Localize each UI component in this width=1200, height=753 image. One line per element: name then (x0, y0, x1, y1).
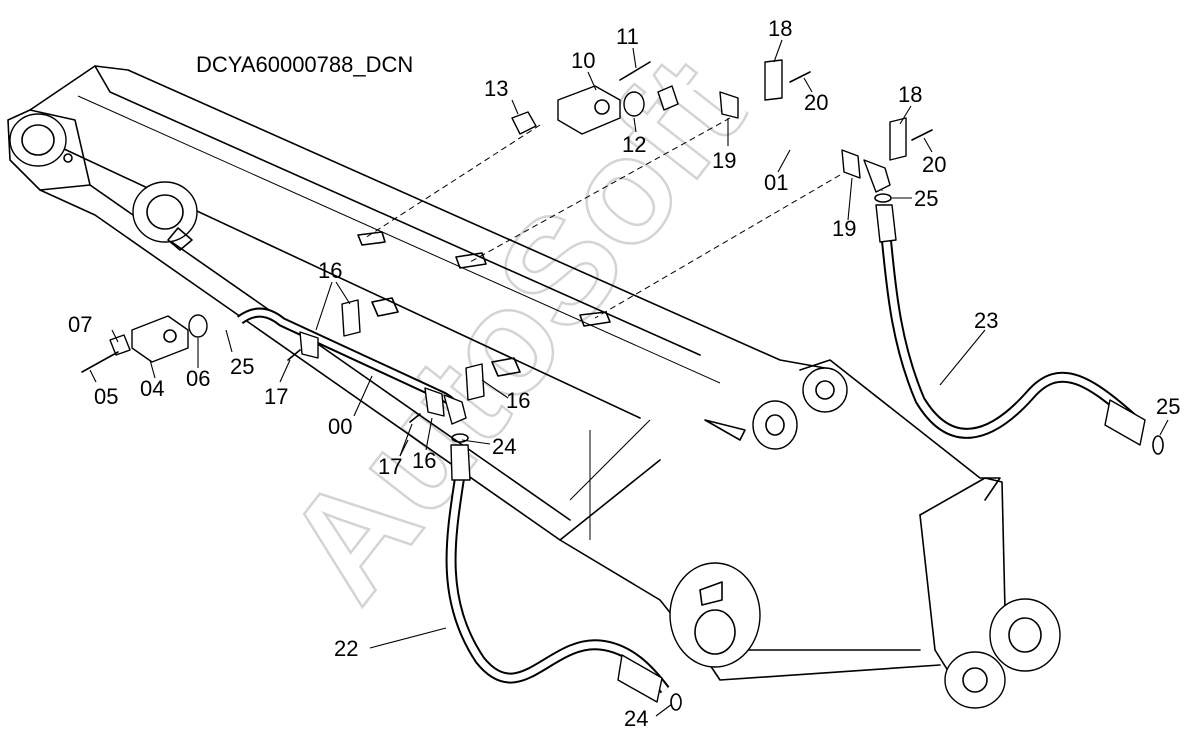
callout-19-left: 19 (712, 148, 736, 173)
callout-25-left: 25 (230, 354, 254, 379)
callout-17-lower: 17 (378, 454, 402, 479)
callout-10: 10 (571, 48, 595, 73)
callout-23: 23 (974, 308, 998, 333)
hose-23 (874, 193, 1164, 455)
drawing-code: DCYA60000788_DCN (196, 52, 413, 77)
leader-lines (89, 39, 1169, 717)
callout-11: 11 (616, 24, 639, 49)
callout-22: 22 (334, 636, 358, 661)
callout-16-top: 16 (318, 258, 342, 283)
callout-18-upper: 18 (768, 16, 792, 41)
callout-20-right: 20 (922, 152, 946, 177)
callout-00: 00 (328, 414, 352, 439)
callout-24-upper: 24 (492, 434, 516, 459)
callout-07: 07 (68, 312, 92, 337)
callout-18-right: 18 (898, 82, 922, 107)
callout-16-right: 16 (506, 388, 530, 413)
callout-24-lower: 24 (624, 706, 648, 731)
callout-25-right: 25 (1156, 394, 1180, 419)
boom-body (7, 65, 1061, 709)
callout-05: 05 (94, 384, 118, 409)
upper-pipe-assembly (511, 59, 933, 193)
callout-20-upper: 20 (804, 90, 828, 115)
callout-13: 13 (484, 76, 508, 101)
callout-04: 04 (140, 376, 164, 401)
callout-01: 01 (764, 170, 788, 195)
callout-06: 06 (186, 366, 210, 391)
callout-25-upper: 25 (914, 186, 938, 211)
callout-17-upper: 17 (264, 384, 288, 409)
hose-22 (445, 433, 682, 711)
callout-16-lower: 16 (412, 448, 436, 473)
callout-19-right: 19 (832, 216, 856, 241)
lower-pipe-assembly (81, 297, 521, 425)
callout-12: 12 (622, 132, 646, 157)
